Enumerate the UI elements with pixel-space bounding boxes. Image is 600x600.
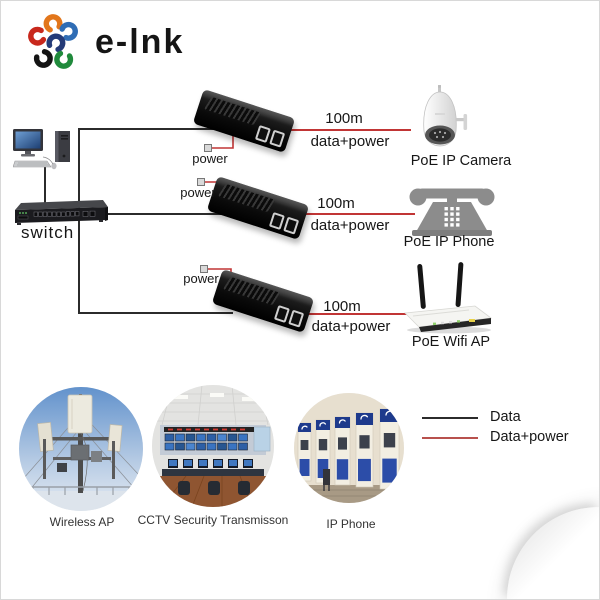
switch-trunk-line bbox=[78, 128, 233, 314]
switch-label: switch bbox=[21, 223, 75, 242]
injector-rj45-ports bbox=[268, 211, 300, 235]
desktop-pc-icon bbox=[12, 123, 79, 176]
power-label-2: power bbox=[180, 185, 216, 200]
caption-cctv: CCTV Security Transmisson bbox=[137, 513, 289, 527]
power-label-1: power bbox=[192, 151, 228, 166]
brand-logo: e-lnk bbox=[25, 13, 184, 71]
caption-wireless-ap: Wireless AP bbox=[49, 515, 115, 529]
wifi-router-icon bbox=[399, 259, 495, 340]
device-label-phone: PoE IP Phone bbox=[403, 234, 495, 250]
ptz-camera-icon bbox=[411, 85, 473, 164]
power-adapter-2-icon bbox=[197, 178, 205, 186]
legend-data-label: Data bbox=[490, 409, 521, 425]
injector-rj45-ports bbox=[254, 124, 286, 148]
power-label-3: power bbox=[183, 271, 219, 286]
cable-label-3: data+power bbox=[311, 318, 391, 335]
device-label-camera: PoE IP Camera bbox=[410, 153, 512, 169]
cable-label-2: data+power bbox=[310, 217, 390, 234]
power-adapter-1-icon bbox=[204, 144, 212, 152]
device-label-wifi-ap: PoE Wifi AP bbox=[411, 334, 491, 350]
distance-label-2: 100m bbox=[317, 195, 355, 212]
wireless-ap-photo bbox=[19, 387, 143, 511]
power-adapter-3-icon bbox=[200, 265, 208, 273]
distance-label-1: 100m bbox=[325, 110, 363, 127]
pinwheel-crescents-icon bbox=[28, 14, 78, 69]
caption-ip-phone: IP Phone bbox=[326, 517, 376, 531]
legend-data-line bbox=[422, 417, 478, 419]
cable-label-1: data+power bbox=[310, 133, 390, 150]
legend-data-power-line bbox=[422, 437, 478, 439]
telephone-icon bbox=[403, 185, 501, 242]
legend-data-power-label: Data+power bbox=[490, 429, 569, 445]
brand-name: e-lnk bbox=[95, 22, 185, 61]
power1-wire bbox=[212, 136, 234, 149]
ip-phone-booths-photo bbox=[294, 393, 404, 503]
distance-label-3: 100m bbox=[323, 298, 361, 315]
network-switch-icon bbox=[11, 197, 109, 234]
cctv-control-room-photo bbox=[152, 385, 274, 507]
